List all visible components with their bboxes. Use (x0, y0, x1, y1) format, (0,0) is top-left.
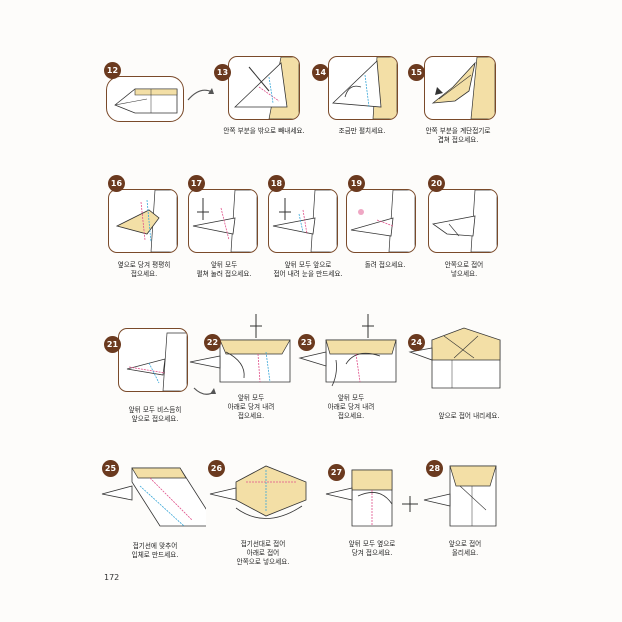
step-19: 19 돌려 접으세요. (346, 175, 426, 285)
step-number-badge: 17 (188, 175, 205, 192)
step-caption: 앞뒤 모두 펼쳐 눌러 접으세요. (196, 261, 252, 278)
step-22: 22 앞뒤 모두 아래로 당겨 내려 접으세요. (186, 312, 296, 432)
step-number-badge: 12 (104, 62, 121, 79)
step-number-badge: 24 (408, 334, 425, 351)
step-12-figure (114, 88, 178, 114)
step-24-figure (408, 327, 501, 389)
step-20-diagram (428, 189, 498, 253)
step-21: 21 앞뒤 모두 비스듬히 앞으로 접으세요. (104, 328, 196, 428)
step-22-figure (189, 314, 291, 383)
next-step-arrow-icon (187, 88, 214, 101)
step-15-diagram (424, 56, 496, 120)
step-caption: 앞뒤 모두 아래로 당겨 내려 접으세요. (227, 394, 275, 420)
step-number-badge: 28 (426, 460, 443, 477)
next-step-arrow-icon (193, 387, 216, 395)
step-25: 25 접기선에 맞추어 입체로 만드세요. (96, 460, 206, 570)
step-number-badge: 14 (312, 64, 329, 81)
step-caption: 앞뒤 모두 아래로 당겨 내려 접으세요. (327, 394, 375, 420)
step-25-figure (101, 467, 206, 527)
step-15: 15 안쪽 부분을 계단접기로 겹쳐 접으세요. (408, 56, 508, 151)
step-26: 26 접기선대로 접어 아래로 접어 안쪽으로 넣으세요. (206, 460, 316, 570)
step-caption: 조금만 펼치세요. (338, 127, 386, 135)
step-number-badge: 13 (214, 64, 231, 81)
step-18: 18 앞뒤 모두 앞으로 접어 내려 눈을 만드세요. (266, 175, 346, 285)
step-caption: 안쪽 부분을 계단접기로 겹쳐 접으세요. (425, 127, 491, 144)
step-16-figure (115, 190, 177, 252)
step-13-figure (234, 57, 299, 119)
step-21-figure (126, 332, 187, 391)
step-12: 12 (104, 62, 194, 132)
step-27: 27 앞뒤 모두 옆으로 당겨 접으세요. (322, 460, 422, 570)
step-28-figure (423, 465, 497, 527)
step-14: 14 조금만 펼치세요. (312, 56, 402, 151)
step-caption: 안쪽 부분을 밖으로 빼내세요. (223, 127, 305, 135)
step-18-diagram (268, 189, 338, 253)
step-number-badge: 26 (208, 460, 225, 477)
step-12-diagram (106, 76, 184, 122)
step-number-badge: 18 (268, 175, 285, 192)
step-23: 23 앞뒤 모두 아래로 당겨 내려 접으세요. (296, 312, 406, 432)
step-number-badge: 23 (298, 334, 315, 351)
step-17-diagram (188, 189, 258, 253)
step-number-badge: 19 (348, 175, 365, 192)
step-26-figure (209, 465, 307, 519)
step-caption: 옆으로 당겨 평평히 접으세요. (117, 261, 171, 278)
step-caption: 돌려 접으세요. (364, 261, 406, 269)
step-14-diagram (328, 56, 398, 120)
step-number-badge: 15 (408, 64, 425, 81)
step-17: 17 앞뒤 모두 펼쳐 눌러 접으세요. (184, 175, 264, 285)
step-19-figure (350, 190, 415, 252)
step-14-figure (332, 57, 397, 119)
step-18-figure (272, 190, 337, 252)
step-17-figure (192, 190, 257, 252)
step-16: 16 옆으로 당겨 평평히 접으세요. (104, 175, 184, 285)
step-number-badge: 16 (108, 175, 125, 192)
step-number-badge: 27 (328, 464, 345, 481)
step-20-figure (432, 190, 497, 252)
step-number-badge: 20 (428, 175, 445, 192)
step-number-badge: 25 (102, 460, 119, 477)
step-caption: 앞뒤 모두 앞으로 접어 내려 눈을 만드세요. (273, 261, 343, 278)
step-caption: 접기선대로 접어 아래로 접어 안쪽으로 넣으세요. (236, 540, 290, 566)
step-caption: 앞으로 접어 올리세요. (448, 540, 482, 557)
step-16-diagram (108, 189, 178, 253)
step-28: 28 앞으로 접어 올리세요. (420, 460, 510, 570)
step-caption: 앞으로 접어 내리세요. (438, 412, 500, 420)
step-21-diagram (118, 328, 188, 392)
step-13: 13 안쪽 부분을 밖으로 빼내세요. (214, 56, 314, 151)
step-13-diagram (228, 56, 300, 120)
step-20: 20 안쪽으로 접어 넣으세요. (424, 175, 504, 285)
step-caption: 앞뒤 모두 옆으로 당겨 접으세요. (348, 540, 396, 557)
step-caption: 접기선에 맞추어 입체로 만드세요. (131, 542, 179, 559)
step-24: 24 앞으로 접어 내리세요. (404, 312, 514, 432)
step-23-figure (298, 314, 397, 387)
step-19-diagram (346, 189, 416, 253)
step-27-figure (325, 469, 418, 527)
page-number: 172 (104, 573, 120, 582)
step-15-figure (431, 57, 495, 119)
step-number-badge: 22 (204, 334, 221, 351)
step-caption: 앞뒤 모두 비스듬히 앞으로 접으세요. (128, 406, 182, 423)
step-number-badge: 21 (104, 336, 121, 353)
step-caption: 안쪽으로 접어 넣으세요. (444, 261, 484, 278)
